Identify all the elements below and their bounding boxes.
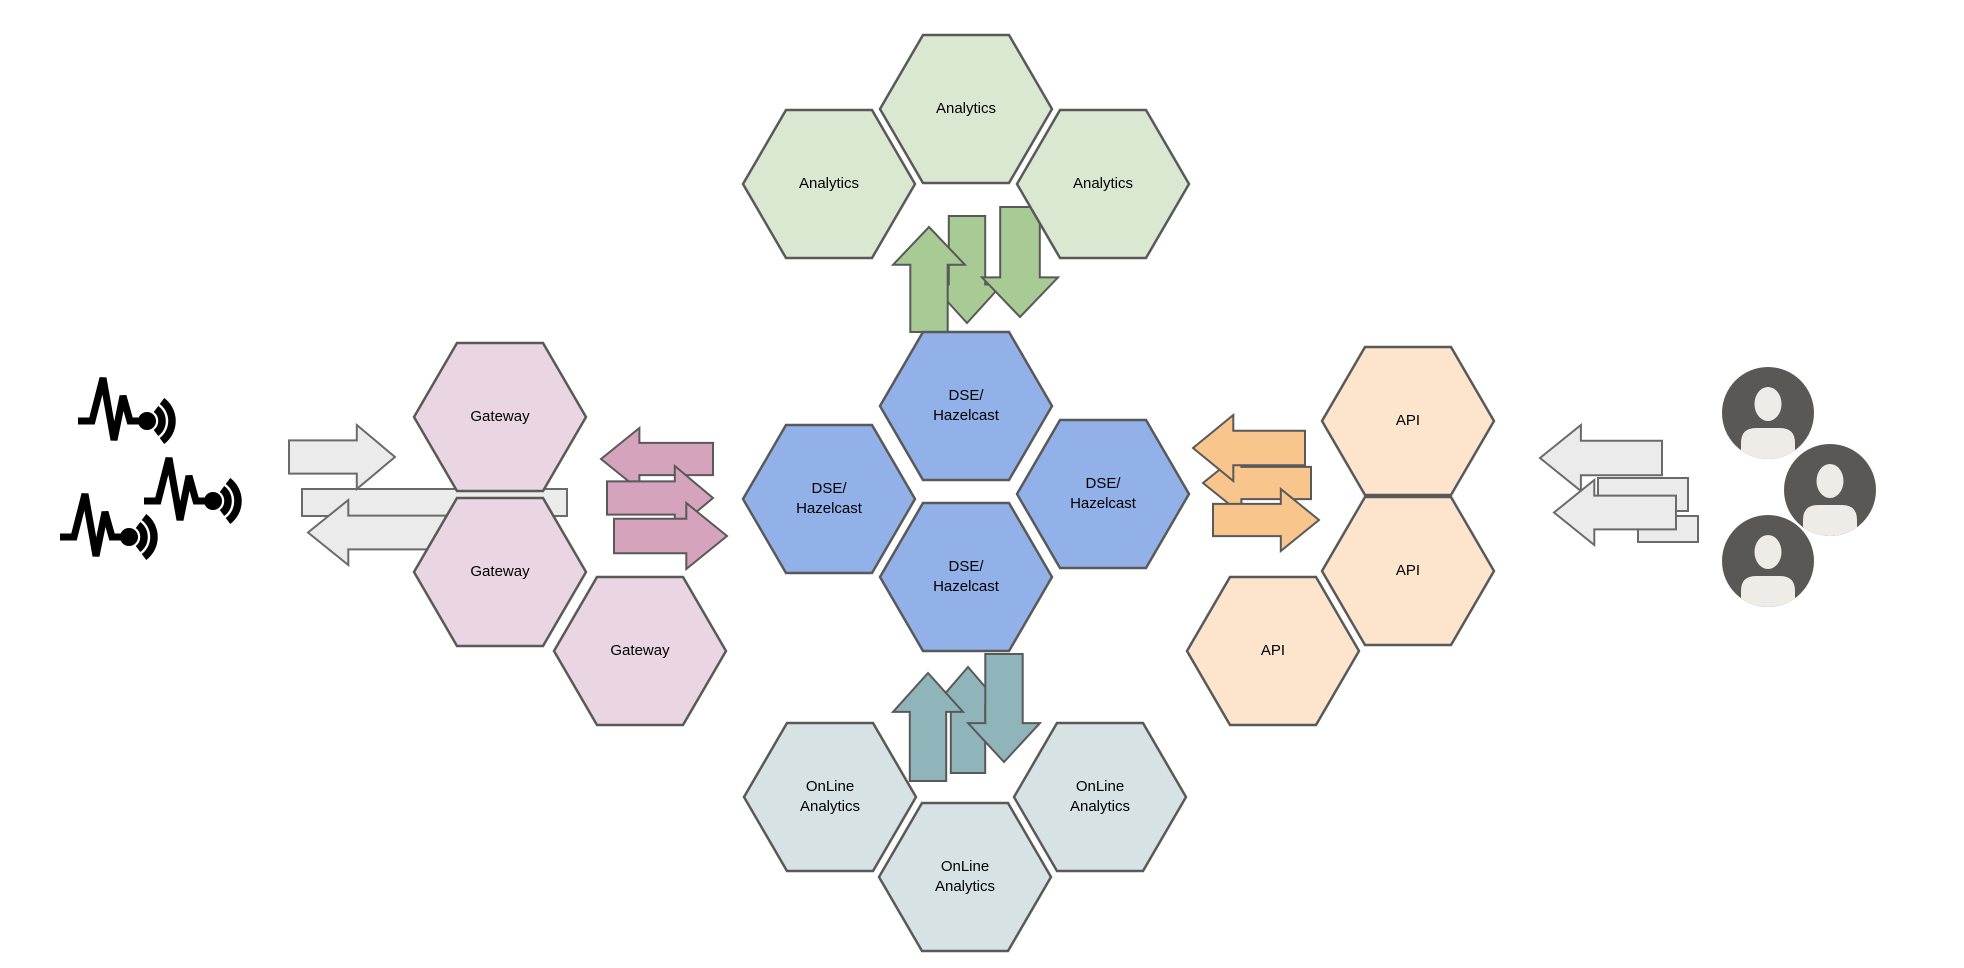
users-api-flow-arrow-left	[1538, 423, 1664, 493]
gateway-dse-flow-arrow-right	[612, 501, 729, 571]
dse-api-flow-arrow-right	[1211, 487, 1321, 553]
wireless-sensor-icon	[58, 484, 180, 580]
analytics-dse-flow-arrow-up	[891, 225, 967, 334]
user-icon	[1721, 514, 1815, 608]
dse-online-analytics-flow-arrow-down	[966, 652, 1042, 764]
wireless-sensor-icon	[76, 368, 198, 464]
user-icon	[1783, 443, 1877, 537]
wireless-sensor-icon	[142, 448, 264, 544]
dse-online-analytics-flow-arrow-up	[891, 671, 965, 783]
dse-api-flow-arrow-left	[1191, 413, 1307, 483]
sensors-gateway-flow-arrow-right	[287, 423, 397, 491]
users-api-flow-arrow-left	[1552, 478, 1678, 547]
user-icon	[1721, 366, 1815, 460]
